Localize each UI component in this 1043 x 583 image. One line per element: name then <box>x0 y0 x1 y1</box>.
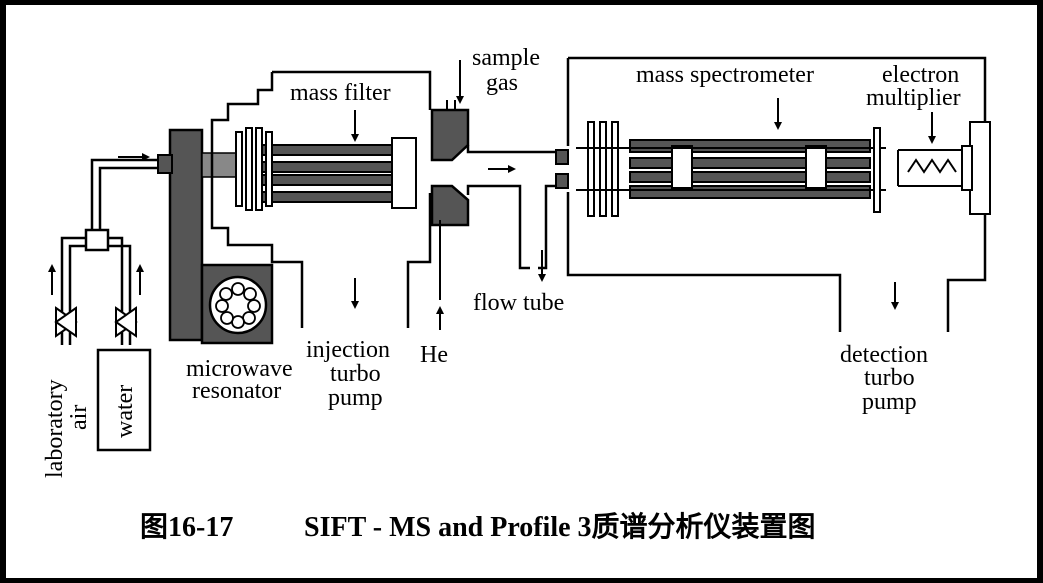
injection-chamber-wall-left <box>210 72 304 328</box>
valve-water <box>114 306 138 338</box>
label-laboratory: laboratory <box>42 379 68 478</box>
flow-tube <box>466 145 560 270</box>
caption-figure-number: 图16-17 <box>140 512 233 543</box>
label-mass-filter: mass filter <box>290 80 391 106</box>
resonator-holes <box>215 282 261 329</box>
label-microwave: microwave <box>186 356 293 382</box>
exit-lens <box>873 127 881 213</box>
label-electron: electron <box>882 62 959 88</box>
label-flow-tube: flow tube <box>473 290 564 316</box>
mass-filter-quadrupole <box>261 137 417 209</box>
label-multiplier: multiplier <box>866 85 961 111</box>
valve-air <box>54 306 78 338</box>
venturi-inlet <box>430 108 470 227</box>
label-pump-detection: pump <box>862 389 917 415</box>
sampling-orifice <box>555 149 569 189</box>
caption-title: SIFT - MS and Profile 3质谱分析仪装置图 <box>304 510 816 543</box>
inlet-nozzle <box>157 154 173 174</box>
electron-multiplier <box>897 121 991 215</box>
microwave-cavity-body <box>168 128 204 342</box>
label-pump-injection: pump <box>328 385 383 411</box>
label-sample: sample <box>472 45 540 71</box>
label-turbo-detection: turbo <box>864 365 915 391</box>
label-injection: injection <box>306 337 390 363</box>
water-reservoir <box>96 348 152 452</box>
label-mass-spectrometer: mass spectrometer <box>636 62 814 88</box>
injection-chamber-wall-top <box>272 70 432 110</box>
label-water: water <box>112 385 138 438</box>
detection-chamber-wall <box>568 56 987 332</box>
label-he: He <box>420 342 448 368</box>
ion-lens-stack <box>235 127 273 211</box>
tee-junction <box>84 228 110 252</box>
label-gas: gas <box>486 70 518 96</box>
detection-lens-stack <box>587 121 619 217</box>
label-air: air <box>66 405 92 430</box>
mass-spectrometer-quadrupole <box>576 139 886 199</box>
label-turbo-injection: turbo <box>330 361 381 387</box>
label-detection: detection <box>840 342 928 368</box>
injection-chamber-wall-right <box>406 193 432 328</box>
label-resonator: resonator <box>192 378 281 404</box>
